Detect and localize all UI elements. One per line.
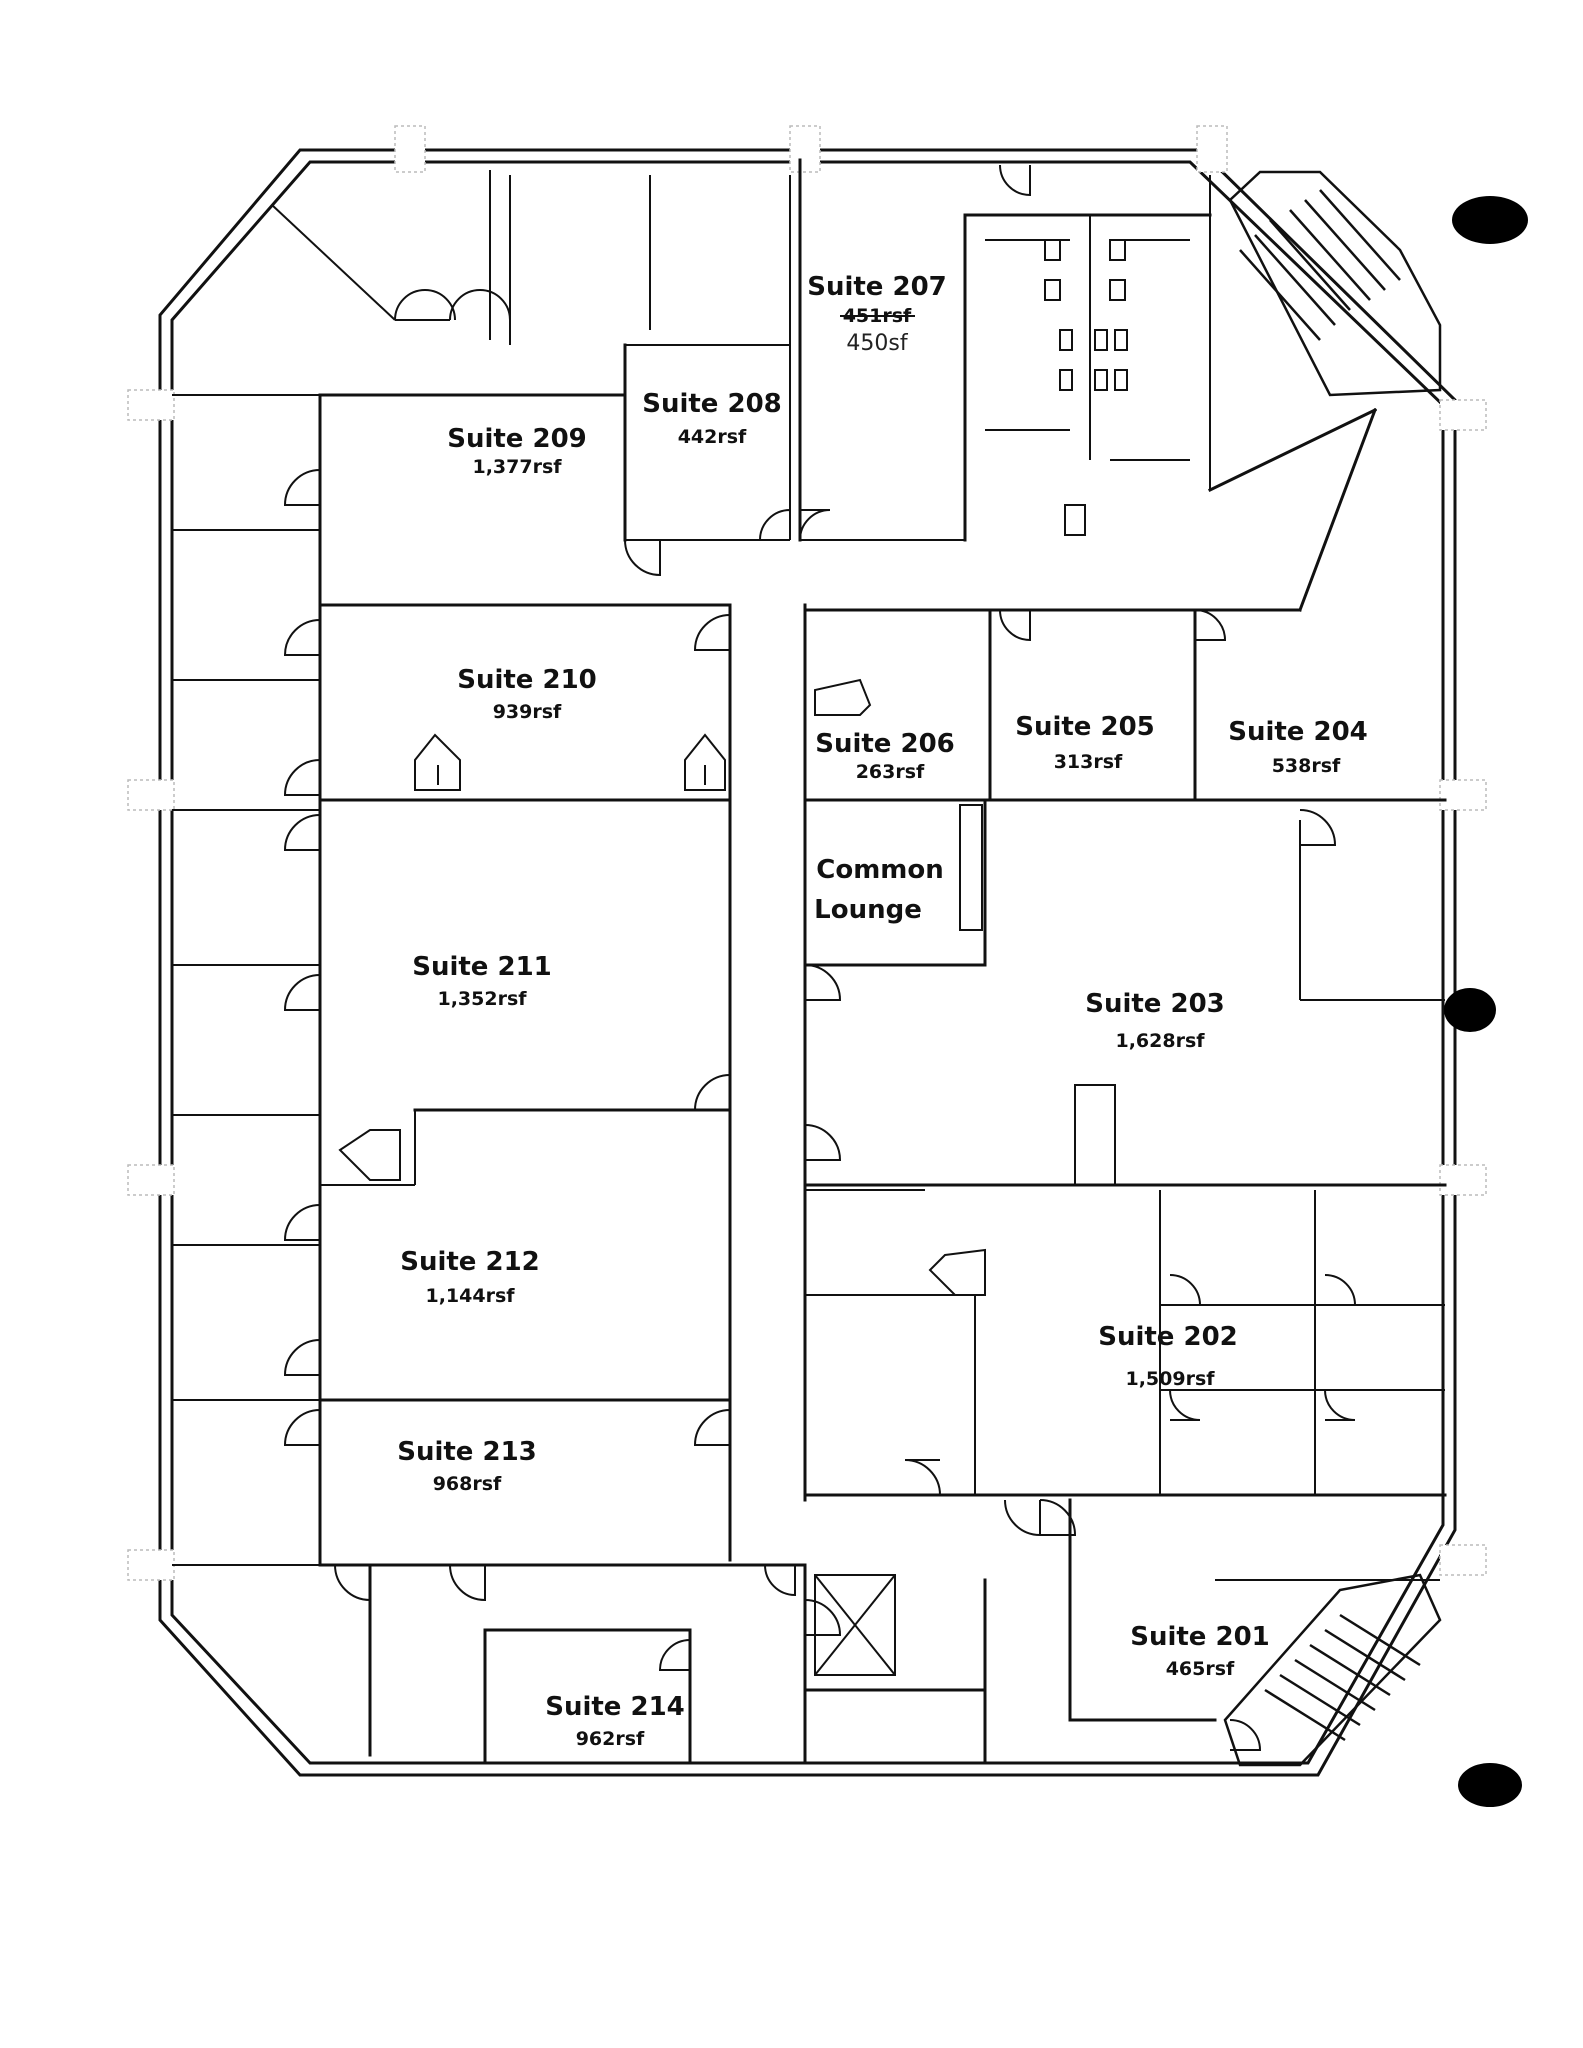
suite-210-area: 939rsf (493, 701, 562, 723)
suite-214-name: Suite 214 (545, 1692, 685, 1722)
closet-markers (338, 678, 986, 1296)
suite-205-area: 313rsf (1054, 751, 1123, 773)
suite-212-name: Suite 212 (400, 1247, 540, 1277)
suite-210-name: Suite 210 (457, 665, 597, 695)
interior-walls (172, 158, 1447, 1762)
suite-208-area: 442rsf (678, 426, 747, 448)
common-lounge-line1: Common (816, 855, 944, 885)
door-swings (283, 164, 1357, 1751)
suite-201-name: Suite 201 (1130, 1622, 1270, 1652)
suite-204-name: Suite 204 (1228, 717, 1368, 747)
suite-203-name: Suite 203 (1085, 989, 1225, 1019)
suite-207-area-struck: 451rsf (840, 305, 915, 327)
suite-208-name: Suite 208 (642, 389, 782, 419)
suite-206-name: Suite 206 (815, 729, 955, 759)
suite-203-area: 1,628rsf (1115, 1030, 1205, 1052)
suite-211-area: 1,352rsf (437, 988, 527, 1010)
suite-207-area-handwritten: 450sf (846, 331, 908, 356)
restroom-fixtures (1044, 239, 1128, 391)
suite-213-area: 968rsf (433, 1473, 502, 1495)
suite-201-area: 465rsf (1166, 1658, 1235, 1680)
suite-207-name: Suite 207 (807, 272, 947, 302)
suite-209-area: 1,377rsf (472, 456, 562, 478)
suite-labels: Suite 207 451rsf 450sf Suite 208 442rsf … (397, 272, 1368, 1750)
building-envelope (158, 148, 1457, 1777)
structural-columns (127, 125, 1487, 1581)
stairwell-south (1223, 1573, 1442, 1767)
suite-213-name: Suite 213 (397, 1437, 537, 1467)
suite-202-area: 1,509rsf (1125, 1368, 1215, 1390)
suite-212-area: 1,144rsf (425, 1285, 515, 1307)
suite-206-area: 263rsf (856, 761, 925, 783)
suite-214-area: 962rsf (576, 1728, 645, 1750)
suite-209-name: Suite 209 (447, 424, 587, 454)
common-lounge-line2: Lounge (814, 895, 922, 925)
suite-204-area: 538rsf (1272, 755, 1341, 777)
ink-blots (1444, 196, 1528, 1807)
stairwell-north (1228, 170, 1442, 397)
suite-202-name: Suite 202 (1098, 1322, 1238, 1352)
suite-205-name: Suite 205 (1015, 712, 1155, 742)
suite-211-name: Suite 211 (412, 952, 552, 982)
